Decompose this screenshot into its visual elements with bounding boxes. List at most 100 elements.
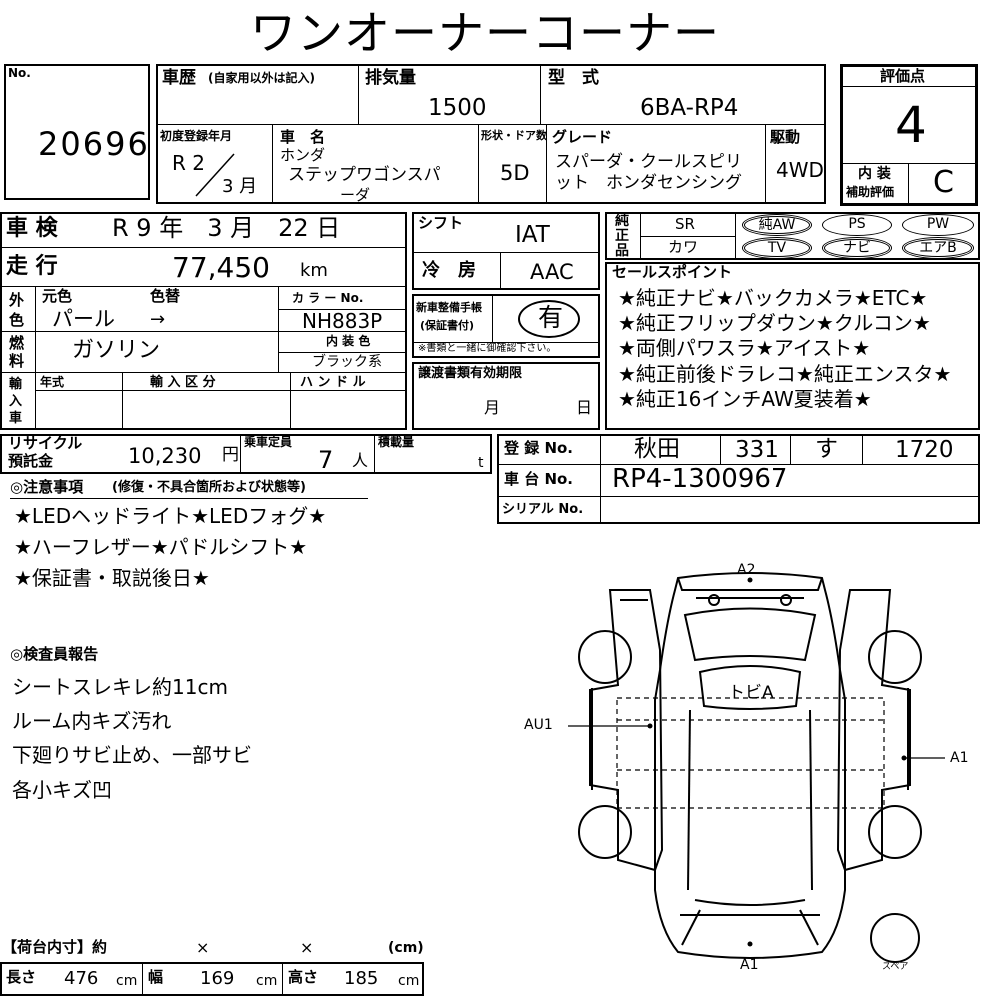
history-note: (自家用以外は記入) — [208, 71, 315, 85]
diagram-a2: A2 — [737, 562, 756, 578]
aircon-value: AAC — [530, 260, 574, 284]
cargo-times-2: × — [300, 938, 314, 957]
diagram-a1-right: A1 — [950, 750, 969, 766]
cargo-height-value: 185 — [344, 968, 379, 989]
recycle-value: 10,230 — [128, 444, 202, 468]
registration-block — [497, 434, 980, 524]
displacement-label: 排気量 — [365, 68, 416, 88]
sales-points-block — [605, 262, 980, 430]
shift-label: シフト — [418, 214, 464, 232]
grade-line2: ット ホンダセンシング — [555, 173, 742, 193]
doors-label: 形状・ドア数 — [481, 129, 547, 142]
diagram-spare-label: スペア — [882, 962, 909, 972]
model-label: 型 式 — [548, 68, 599, 88]
registration-kana: す — [815, 436, 838, 462]
warranty-block — [412, 294, 600, 358]
interior-color-value: ブラック系 — [312, 354, 382, 370]
transfer-block — [412, 362, 600, 430]
transfer-day: 日 — [576, 398, 593, 417]
import-side-label: 輸入車 — [9, 377, 23, 426]
diagram-roof-label: トビA — [728, 683, 774, 703]
inspector-line-1: シートスレキレ約11cm — [12, 675, 228, 699]
inspector-line-4: 各小キズ凹 — [12, 778, 112, 802]
diagram-au1: AU1 — [524, 717, 553, 733]
first-reg-slash — [195, 153, 235, 197]
warranty-value: 有 — [538, 303, 564, 332]
inspection-label: 車 検 — [6, 216, 58, 241]
model-value: 6BA-RP4 — [640, 95, 739, 121]
fuel-value: ガソリン — [72, 338, 161, 363]
vehicle-info-block — [0, 212, 407, 430]
diagram-a1-bottom: A1 — [740, 957, 759, 973]
notes-sublabel: (修復・不具合箇所および状態等) — [112, 480, 306, 495]
serial-no-label: シリアル No. — [502, 502, 584, 517]
car-damage-diagram — [568, 572, 945, 963]
displacement-value: 1500 — [428, 95, 487, 121]
inspection-value: R 9 年 3 月 22 日 — [112, 214, 341, 242]
fuel-label: 燃料 — [9, 334, 25, 370]
cargo-height-label: 高さ — [288, 968, 319, 986]
equipment-navi: ナビ — [822, 237, 892, 259]
import-div-label: 輸 入 区 分 — [150, 375, 216, 390]
registration-label: 登 録 No. — [504, 439, 574, 457]
equipment-block — [605, 212, 980, 260]
page-title: ワンオーナーコーナー — [250, 6, 720, 60]
recycle-unit: 円 — [222, 445, 239, 465]
equipment-tv: TV — [742, 237, 812, 259]
sales-points-label: セールスポイント — [612, 263, 733, 281]
warranty-sublabel: (保証書付) — [420, 319, 475, 332]
mileage-value: 77,450 — [172, 251, 270, 284]
inspector-line-3: 下廻りサビ止め、一部サビ — [12, 743, 252, 767]
aircon-label: 冷 房 — [422, 260, 476, 281]
warranty-note: ※書類と一緒に御確認下さい。 — [418, 343, 557, 354]
note-1: ★LEDヘッドライト★LEDフォグ★ — [14, 504, 327, 528]
drive-label: 駆動 — [770, 128, 801, 146]
cargo-width-unit: cm — [256, 973, 278, 989]
equipment-airbag: エアB — [902, 237, 974, 259]
equipment-leather-label: カワ — [668, 238, 699, 256]
cargo-length-unit: cm — [116, 973, 138, 989]
sales-point-2: ★純正フリップダウン★クルコン★ — [618, 311, 931, 335]
score-value: 4 — [895, 96, 927, 154]
cargo-width-value: 169 — [200, 968, 235, 989]
capacity-value: 7 — [318, 446, 334, 474]
score-label: 評価点 — [880, 67, 926, 85]
sales-point-5: ★純正16インチAW夏装着★ — [618, 387, 872, 411]
number-value: 20696 — [38, 125, 150, 163]
first-reg-label: 初度登録年月 — [160, 129, 233, 143]
cargo-length-value: 476 — [64, 968, 99, 989]
car-name-line2: ーダ — [340, 186, 371, 204]
note-3: ★保証書・取説後日★ — [14, 566, 210, 590]
notes-label: ◎注意事項 — [10, 478, 84, 496]
doors-value: 5D — [500, 161, 530, 185]
cargo-width-label: 幅 — [148, 968, 164, 986]
history-label: 車歴 — [162, 68, 196, 88]
car-name-label: 車 名 — [280, 128, 326, 146]
import-year-label: 年式 — [40, 375, 65, 389]
color-code-value: NH883P — [302, 309, 383, 333]
equipment-alloy-wheel: 純AW — [742, 214, 812, 236]
interior-label: 内 装 — [858, 166, 891, 182]
car-name-line1: ステップワゴンスパ — [288, 165, 441, 185]
warranty-label: 新車整備手帳 — [416, 301, 482, 314]
number-box — [4, 64, 150, 200]
registration-number: 331 — [735, 437, 779, 463]
cargo-times-1: × — [196, 938, 210, 957]
interior-sublabel: 補助評価 — [846, 185, 895, 199]
registration-serial: 1720 — [895, 437, 954, 463]
warranty-oval — [518, 300, 580, 338]
sales-point-4: ★純正前後ドラレコ★純正エンスタ★ — [618, 362, 952, 386]
shift-value: IAT — [515, 222, 550, 248]
header-block — [156, 64, 826, 204]
cargo-label: 【荷台内寸】約 — [2, 938, 108, 956]
recycle-label: リサイクル — [8, 434, 83, 452]
equipment-label: 純正品 — [615, 213, 629, 259]
cargo-dimensions-block — [0, 962, 424, 996]
mileage-label: 走 行 — [6, 254, 58, 279]
inspector-line-2: ルーム内キズ汚れ — [12, 709, 172, 733]
recycle-block — [0, 434, 492, 474]
drive-value: 4WD — [776, 158, 824, 182]
color-arrow: → — [150, 309, 166, 330]
mileage-unit: km — [300, 260, 328, 281]
interior-value: C — [933, 165, 954, 200]
